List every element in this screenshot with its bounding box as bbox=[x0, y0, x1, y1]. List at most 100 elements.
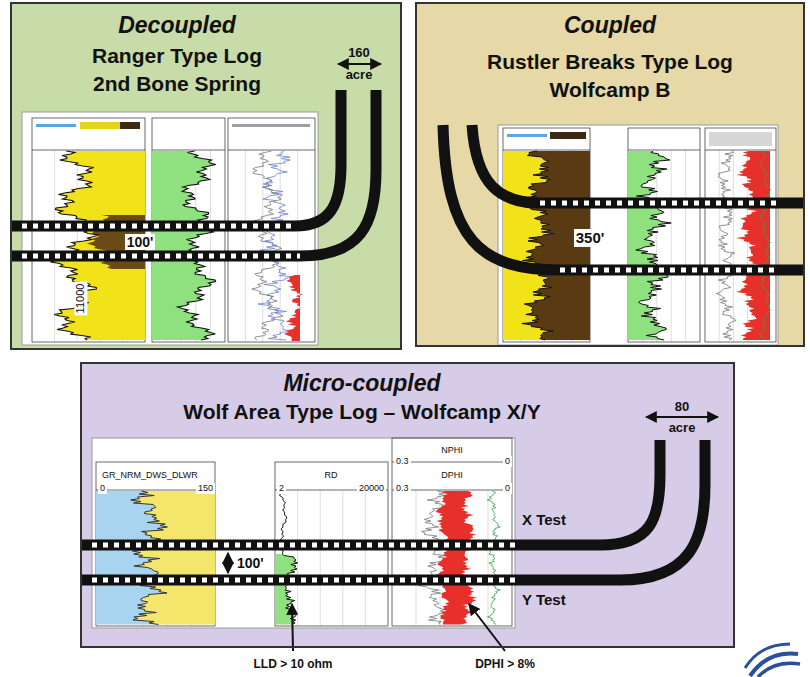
perforations bbox=[540, 201, 778, 206]
wellbore bbox=[80, 440, 705, 580]
header-line bbox=[503, 150, 590, 151]
wellbore bbox=[10, 90, 376, 256]
annotation: 100' bbox=[125, 234, 156, 250]
grid-line bbox=[280, 150, 281, 342]
grid-line bbox=[656, 150, 657, 342]
log-track bbox=[628, 128, 700, 342]
panel-title: Wolf Area Type Log – Wolfcamp X/Y bbox=[82, 398, 642, 426]
annotation: X Test bbox=[522, 511, 566, 529]
panel-fill bbox=[80, 362, 735, 648]
annotation: LLD > 10 ohm bbox=[253, 657, 332, 672]
annotation: 160 acre bbox=[339, 42, 379, 86]
panel-heading: Coupled bbox=[417, 12, 803, 38]
annotation: 100' bbox=[235, 555, 266, 572]
type-log bbox=[498, 125, 778, 345]
wellbore bbox=[80, 440, 660, 545]
company-logo bbox=[745, 644, 800, 677]
label-anchor: 20000 bbox=[357, 477, 386, 495]
log-curve bbox=[50, 151, 98, 340]
grid-line bbox=[671, 150, 672, 342]
log-header-text: 0.3 bbox=[394, 483, 411, 494]
header-bar bbox=[80, 122, 140, 129]
header-bar bbox=[550, 132, 586, 139]
log-fill bbox=[628, 151, 671, 340]
label-anchor: DPHI > 8% bbox=[475, 654, 535, 672]
wellbore bbox=[472, 125, 805, 203]
panel-title: Ranger Type Log 2nd Bone Spring bbox=[82, 42, 272, 98]
perforations bbox=[22, 254, 300, 259]
logo-swoosh bbox=[758, 663, 800, 677]
label-anchor: 0 bbox=[503, 477, 512, 495]
log-image bbox=[498, 125, 778, 345]
grid-line bbox=[210, 150, 211, 342]
header-bar bbox=[232, 124, 310, 127]
label-anchor: 100' bbox=[235, 554, 266, 572]
logo-swoosh bbox=[745, 644, 790, 668]
log-curve bbox=[279, 491, 298, 625]
header-line bbox=[152, 150, 225, 151]
panel: Micro-coupledWolf Area Type Log – Wolfca… bbox=[80, 362, 735, 648]
label-anchor: RD bbox=[323, 464, 340, 482]
header-line bbox=[628, 150, 700, 151]
log-curve bbox=[760, 151, 770, 340]
log-header-text: 0 bbox=[98, 483, 107, 494]
panel-heading: Micro-coupled bbox=[82, 370, 642, 396]
label-anchor: GR_NRM_DWS_DLWR bbox=[100, 464, 200, 482]
log-header-text: GR_NRM_DWS_DLWR bbox=[100, 470, 200, 481]
label-anchor: 2 bbox=[277, 477, 286, 495]
label-anchor: NPHI bbox=[439, 439, 465, 457]
log-curve bbox=[487, 491, 500, 625]
label-anchor: 100' bbox=[125, 233, 156, 251]
log-fill bbox=[131, 491, 215, 625]
header-bar bbox=[120, 122, 140, 129]
log-track bbox=[705, 128, 776, 342]
label-anchor: LLD > 10 ohm bbox=[253, 654, 332, 672]
grid-line bbox=[733, 150, 734, 342]
label-anchor: Y Test bbox=[522, 591, 566, 609]
grid-line bbox=[365, 490, 366, 626]
log-header-text: 20000 bbox=[357, 483, 386, 494]
log-curve bbox=[522, 151, 554, 340]
annotation: 350' bbox=[574, 229, 607, 247]
header-line bbox=[228, 150, 315, 151]
log-fill bbox=[284, 275, 303, 341]
log-header-text: 0 bbox=[503, 483, 512, 494]
log-curve bbox=[716, 151, 736, 340]
grid-line bbox=[342, 490, 343, 626]
panel: CoupledRustler Breaks Type Log Wolfcamp … bbox=[415, 2, 805, 347]
log-header-text: DPHI bbox=[439, 470, 465, 481]
label-anchor: 350' bbox=[574, 229, 607, 247]
label-anchor: 0.3 bbox=[394, 477, 411, 495]
annotation: DPHI > 8% bbox=[475, 657, 535, 672]
log-curve bbox=[178, 151, 216, 340]
panel: DecoupledRanger Type Log 2nd Bone Spring bbox=[10, 2, 402, 350]
leader-line bbox=[469, 604, 505, 651]
log-header-text: 0 bbox=[503, 456, 512, 467]
grid-line bbox=[262, 150, 263, 342]
panel-title: Rustler Breaks Type Log Wolfcamp B bbox=[473, 48, 748, 104]
wellbore bbox=[10, 90, 341, 226]
log-curve bbox=[258, 151, 294, 340]
log-header-text: 150 bbox=[196, 483, 215, 494]
log-curve bbox=[131, 491, 168, 625]
header-bar bbox=[36, 124, 76, 127]
header-line bbox=[32, 150, 145, 151]
log-header-text: NPHI bbox=[439, 445, 465, 456]
log-header-text: 2 bbox=[277, 483, 286, 494]
grid-line bbox=[416, 490, 417, 626]
wellbore bbox=[443, 125, 805, 270]
header-bar bbox=[507, 134, 547, 137]
annotation: 11000 bbox=[74, 282, 87, 316]
grid-line bbox=[297, 490, 298, 626]
panel-heading: Decoupled bbox=[12, 12, 342, 38]
annotation: Y Test bbox=[522, 591, 566, 609]
label-anchor: 80 acre bbox=[662, 396, 702, 438]
label-anchor: 160 acre bbox=[339, 42, 379, 86]
label-anchor: 0 bbox=[503, 450, 512, 468]
label-anchor: 11000 bbox=[70, 282, 88, 316]
dimension-arrow bbox=[338, 63, 381, 65]
grid-line bbox=[685, 150, 686, 342]
log-fill bbox=[736, 151, 770, 340]
log-header-text: 0.3 bbox=[394, 456, 411, 467]
